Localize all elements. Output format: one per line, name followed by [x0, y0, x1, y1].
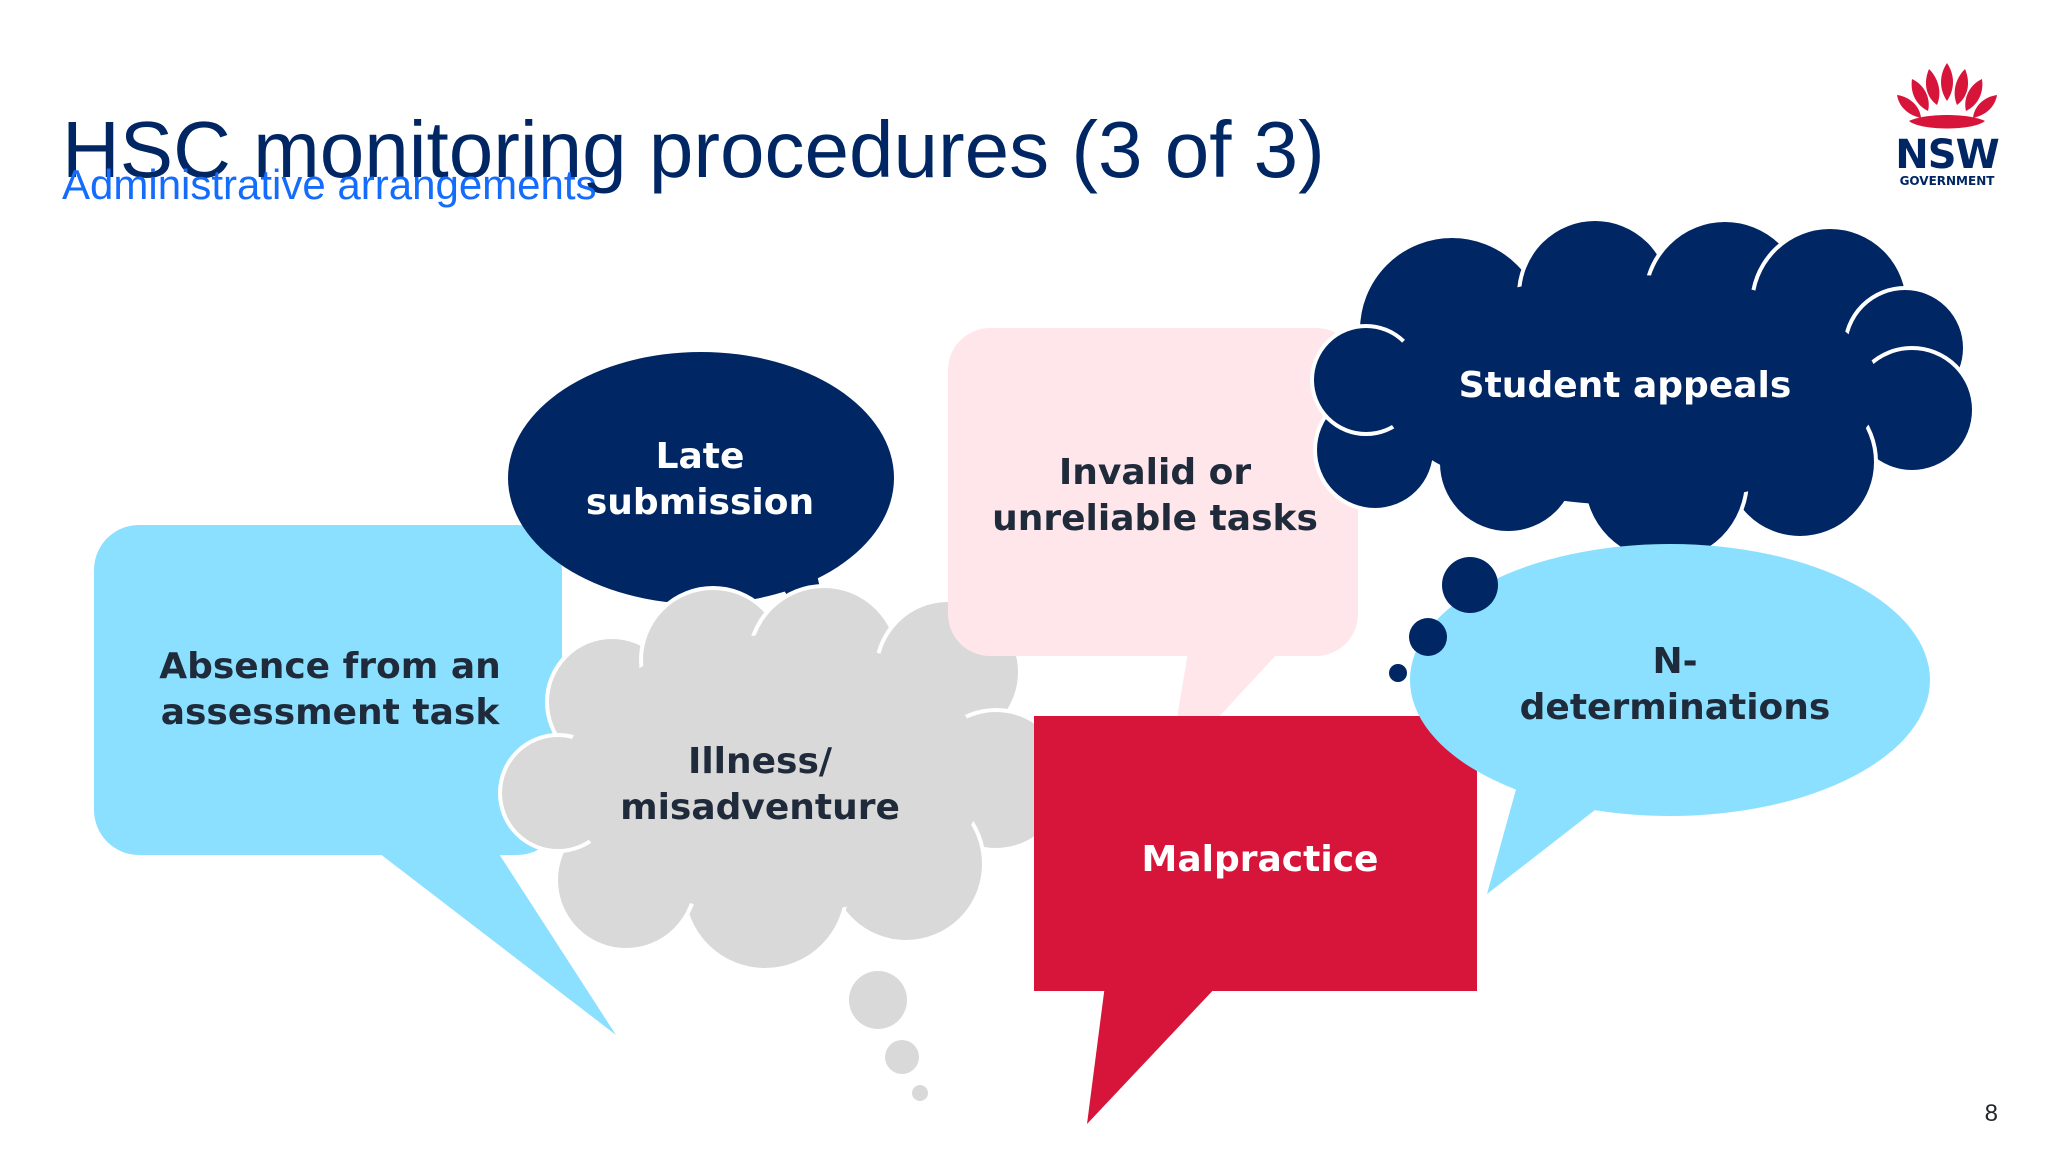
bubble-malpractice: [1034, 716, 1477, 1124]
page-title: HSC monitoring procedures (3 of 3): [62, 104, 1325, 194]
bubble-illness-fill: [565, 635, 985, 1101]
bubble-invalid-label: Invalid or unreliable tasks: [992, 452, 1318, 539]
nsw-government-logo: NSW GOVERNMENT: [1895, 63, 2000, 188]
page-subtitle: Administrative arrangements: [62, 161, 597, 208]
bubble-student-appeals-fill: [1380, 275, 1880, 505]
bubble-malpractice-label: Malpractice: [1141, 839, 1379, 880]
bubble-absence: [94, 525, 616, 1035]
waratah-icon: [1897, 63, 1997, 129]
bubble-ndet-label: N-determinations: [1519, 641, 1831, 728]
bubble-late-label: Late submission: [585, 436, 815, 523]
bubble-n-determinations: [1410, 544, 1930, 894]
bubble-absence-label: Absence from an assessment task: [159, 646, 501, 733]
appeals-thought-dots: [1389, 557, 1498, 682]
page-number: 8: [1984, 1100, 1998, 1127]
bubble-illness-label: Illness/ misadventure: [620, 741, 900, 828]
bubble-appeals-label: Student appeals: [1458, 365, 1792, 406]
logo-submark: GOVERNMENT: [1900, 174, 1996, 188]
logo-wordmark: NSW: [1895, 132, 1998, 178]
